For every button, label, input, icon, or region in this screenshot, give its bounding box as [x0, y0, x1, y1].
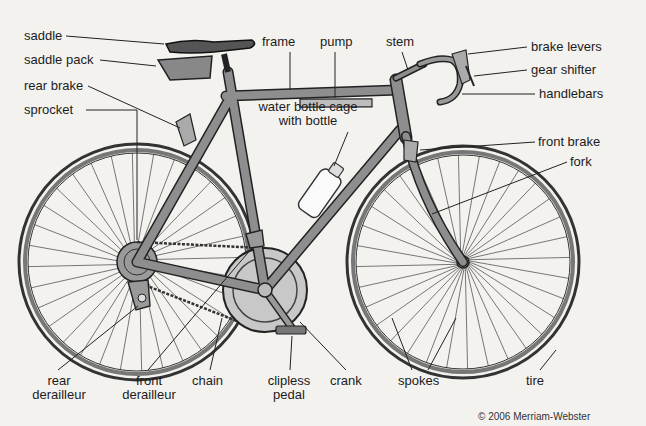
part-label: brake levers	[531, 40, 602, 54]
handlebars	[420, 59, 460, 102]
saddle	[166, 40, 255, 53]
part-label: crank	[330, 374, 362, 388]
leader-lines	[58, 36, 567, 370]
part-label: saddle pack	[24, 53, 93, 67]
part-label: stem	[386, 35, 414, 49]
wheels	[19, 144, 579, 380]
part-label: rear brake	[24, 79, 83, 93]
front-brake	[404, 140, 418, 162]
part-label: saddle	[24, 29, 62, 43]
part-label: clipless pedal	[256, 374, 322, 402]
saddle-pack	[158, 56, 212, 80]
rear-derailleur	[128, 280, 150, 310]
part-label: front brake	[538, 135, 600, 149]
part-label: pump	[320, 35, 353, 49]
part-label: chain	[192, 374, 223, 388]
seatpost	[224, 54, 228, 72]
clipless-pedal	[276, 326, 306, 334]
part-label: handlebars	[539, 87, 603, 101]
part-label: sprocket	[24, 103, 73, 117]
part-label: frame	[262, 35, 295, 49]
front-derailleur	[246, 230, 264, 248]
frame	[137, 72, 463, 290]
part-label: gear shifter	[531, 63, 596, 77]
wheel-spokes	[28, 153, 570, 371]
part-label: water bottle cage with bottle	[248, 100, 368, 128]
gear-shifter	[466, 66, 474, 86]
part-label: front derailleur	[114, 374, 184, 402]
handlebars	[420, 59, 460, 102]
water-bottle	[296, 159, 349, 220]
part-label: © 2006 Merriam-Webster	[478, 410, 590, 424]
part-label: fork	[570, 155, 592, 169]
rear-brake	[176, 114, 196, 146]
part-label: rear derailleur	[24, 374, 94, 402]
part-label: tire	[526, 374, 544, 388]
part-label: spokes	[398, 374, 439, 388]
